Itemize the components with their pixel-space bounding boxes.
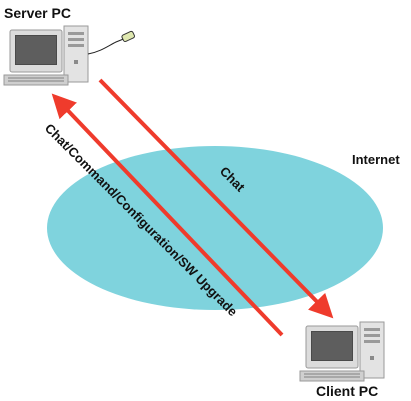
server-pc-icon [3,25,89,86]
internet-cloud [47,146,383,310]
scanner-icon [87,30,135,55]
server-pc-label: Server PC [4,5,71,21]
client-pc-icon [299,321,385,382]
arrow-client-to-server [51,93,284,337]
internet-label: Internet [352,152,400,167]
client-pc-label: Client PC [316,383,378,399]
arrow-server-to-client [98,78,334,319]
